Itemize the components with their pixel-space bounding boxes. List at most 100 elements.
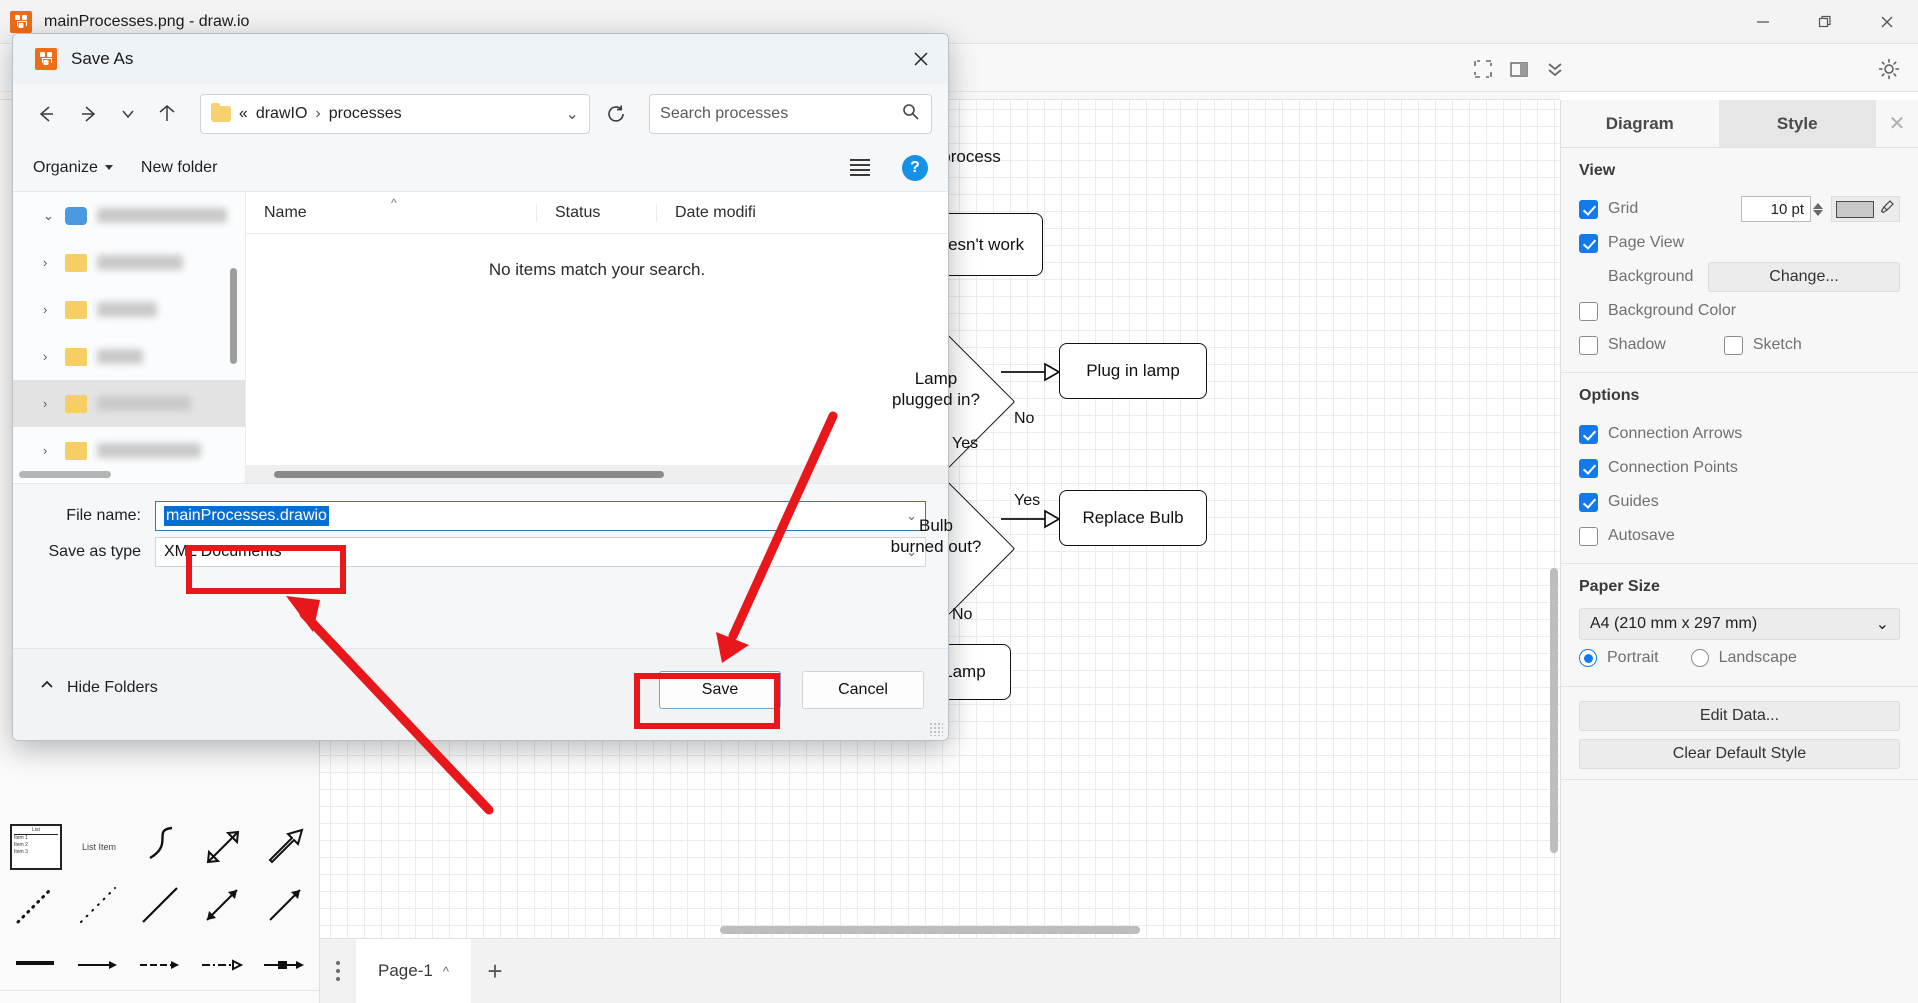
sketch-checkbox[interactable]: [1723, 335, 1743, 355]
canvas-vertical-scrollbar[interactable]: [1550, 568, 1558, 853]
breadcrumb-drawio[interactable]: drawIO: [255, 105, 308, 122]
page-view-checkbox[interactable]: [1579, 233, 1598, 253]
breadcrumb-processes[interactable]: processes: [328, 105, 402, 122]
chevron-down-icon[interactable]: ⌄: [43, 207, 54, 223]
arrow-up-icon[interactable]: [151, 97, 184, 131]
canvas-horizontal-scrollbar[interactable]: [720, 926, 1140, 934]
hide-folders-button[interactable]: Hide Folders: [39, 677, 158, 698]
shape-block-arrow[interactable]: [260, 821, 310, 873]
format-panel-icon[interactable]: [1508, 58, 1530, 85]
tab-diagram[interactable]: Diagram: [1561, 100, 1719, 147]
shape-dashed-arrow[interactable]: [135, 937, 185, 989]
resize-grip-icon[interactable]: [929, 722, 943, 736]
recent-locations-chevron-down-icon[interactable]: [115, 97, 141, 131]
close-icon[interactable]: [1856, 0, 1918, 44]
address-bar[interactable]: « drawIO › processes ⌄: [199, 94, 590, 134]
edit-data-button[interactable]: Edit Data...: [1579, 701, 1900, 731]
shape-section-misc[interactable]: Misc: [0, 990, 319, 1003]
chevron-down-icon[interactable]: ⌄: [565, 106, 579, 123]
landscape-radio[interactable]: [1690, 649, 1709, 667]
arrow-left-icon[interactable]: [29, 97, 62, 131]
close-icon[interactable]: [894, 34, 948, 84]
background-color-checkbox[interactable]: [1579, 301, 1598, 321]
clear-default-style-button[interactable]: Clear Default Style: [1579, 739, 1900, 769]
search-icon[interactable]: [901, 102, 921, 127]
eyedropper-icon[interactable]: [1879, 199, 1895, 220]
node-lamp-plugged-in[interactable]: Lamp plugged in?: [856, 309, 1016, 469]
background-change-button[interactable]: Change...: [1708, 262, 1900, 292]
chevron-up-icon[interactable]: ^: [442, 963, 449, 979]
guides-checkbox[interactable]: [1579, 492, 1598, 512]
connection-arrows-checkbox[interactable]: [1579, 424, 1598, 444]
shape-dashdot-arrow[interactable]: [197, 937, 247, 989]
view-list-icon[interactable]: [850, 159, 870, 176]
tree-item[interactable]: ›: [13, 427, 245, 474]
shape-curve[interactable]: [136, 821, 186, 873]
column-header-status[interactable]: Status: [536, 203, 656, 222]
shape-fine-dotted-line[interactable]: [72, 879, 122, 931]
help-icon[interactable]: ?: [902, 154, 928, 181]
chevron-right-icon[interactable]: ›: [43, 302, 48, 317]
grid-size-input[interactable]: 10 pt: [1741, 196, 1811, 222]
tree-item[interactable]: ›: [13, 286, 245, 333]
shape-plain-line[interactable]: [135, 879, 185, 931]
add-page-button[interactable]: +: [487, 955, 503, 986]
sun-icon[interactable]: [1874, 54, 1904, 84]
chevron-right-icon[interactable]: ›: [43, 396, 48, 411]
grid-size-stepper[interactable]: [1813, 202, 1823, 216]
new-folder-button[interactable]: New folder: [140, 158, 218, 176]
column-header-name[interactable]: ^ Name: [246, 196, 536, 222]
node-replace-bulb[interactable]: Replace Bulb: [1059, 490, 1207, 546]
shadow-checkbox[interactable]: [1579, 335, 1598, 355]
shape-list-item[interactable]: List Item: [81, 842, 116, 852]
file-list[interactable]: ^ Name Status Date modifi No items match…: [245, 192, 948, 483]
shape-arrow-with-marker[interactable]: [260, 937, 310, 989]
node-bulb-burned-out[interactable]: Bulb burned out?: [856, 456, 1016, 616]
section-actions: Edit Data... Clear Default Style: [1561, 687, 1918, 780]
tree-horizontal-scrollbar[interactable]: [19, 471, 111, 478]
restore-icon[interactable]: [1794, 0, 1856, 44]
search-box[interactable]: Search processes: [649, 94, 932, 134]
shape-double-arrow[interactable]: [198, 821, 248, 873]
file-name-input[interactable]: mainProcesses.drawio ⌄: [155, 501, 926, 531]
cancel-button[interactable]: Cancel: [802, 671, 924, 709]
page-tab-page-1[interactable]: Page-1 ^: [356, 938, 471, 1003]
chevron-right-icon[interactable]: ›: [43, 443, 48, 458]
arrow-right-icon[interactable]: [72, 97, 105, 131]
connection-points-checkbox[interactable]: [1579, 458, 1598, 478]
file-list-horizontal-scrollbar[interactable]: [274, 470, 664, 478]
shape-list-box[interactable]: List Item 1 Item 2 Item 3: [10, 821, 62, 873]
chevron-right-icon[interactable]: ›: [43, 255, 48, 270]
tree-item[interactable]: ›: [13, 239, 245, 286]
chevron-down-icon[interactable]: ⌄: [906, 544, 917, 559]
file-list-scroll-track[interactable]: [246, 465, 948, 483]
folder-tree[interactable]: ⌄ › › ›: [13, 192, 245, 483]
column-header-date-modified[interactable]: Date modifi: [656, 203, 806, 222]
shape-dotted-line[interactable]: [10, 879, 60, 931]
organize-menu[interactable]: Organize: [33, 159, 113, 177]
tree-item-selected[interactable]: ›: [13, 380, 245, 427]
fullscreen-icon[interactable]: [1472, 58, 1494, 85]
search-input[interactable]: Search processes: [660, 105, 789, 122]
grid-color-picker[interactable]: [1831, 196, 1900, 222]
tree-item-root[interactable]: ⌄: [13, 192, 245, 239]
shape-labeled-arrow[interactable]: [72, 937, 122, 989]
node-plug-in-lamp[interactable]: Plug in lamp: [1059, 343, 1207, 399]
shape-directional-arrow[interactable]: [260, 879, 310, 931]
grid-checkbox[interactable]: [1579, 199, 1598, 219]
chevrons-down-icon[interactable]: [1544, 58, 1566, 85]
shape-thick-line[interactable]: [10, 937, 60, 989]
autosave-checkbox[interactable]: [1579, 526, 1598, 546]
tree-vertical-scrollbar[interactable]: [230, 268, 237, 364]
paper-size-select[interactable]: A4 (210 mm x 297 mm) ⌄: [1579, 608, 1900, 640]
minimize-icon[interactable]: [1732, 0, 1794, 44]
shape-bidirectional-arrow[interactable]: [197, 879, 247, 931]
tree-item[interactable]: ›: [13, 333, 245, 380]
chevron-right-icon[interactable]: ›: [43, 349, 48, 364]
portrait-radio[interactable]: [1579, 649, 1597, 667]
chevron-down-icon[interactable]: ⌄: [906, 508, 917, 523]
close-icon[interactable]: ✕: [1888, 113, 1906, 135]
tab-style[interactable]: Style: [1718, 100, 1876, 147]
page-menu-icon[interactable]: [320, 961, 356, 981]
refresh-icon[interactable]: [600, 97, 631, 131]
